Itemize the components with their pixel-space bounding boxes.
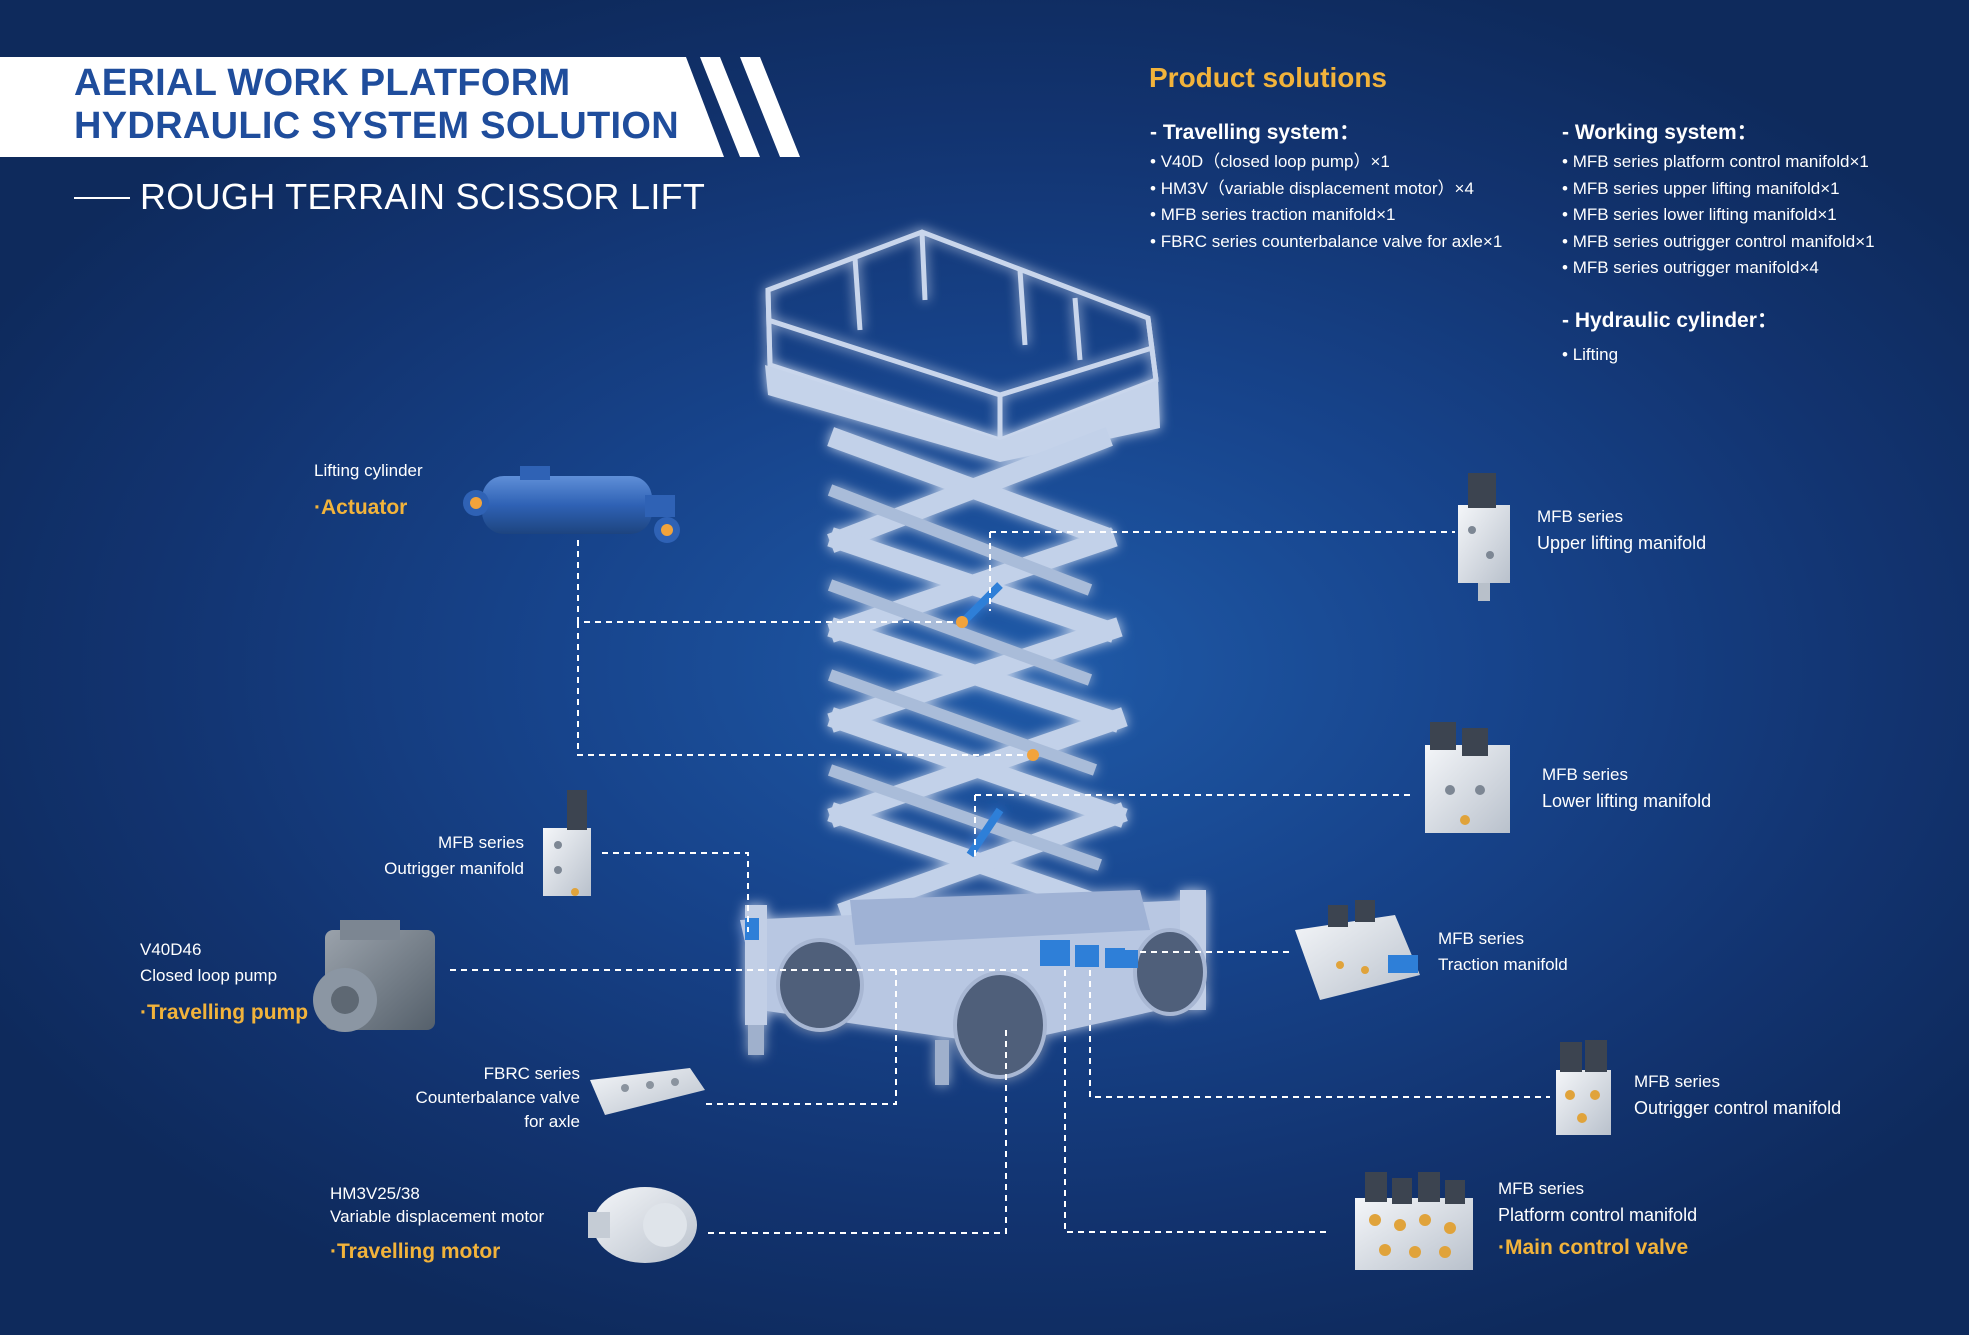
lifting-cylinder-label: Lifting cylinder ·Actuator xyxy=(314,458,423,520)
platform-control-manifold-image xyxy=(1355,1172,1473,1270)
list-item: HM3V（variable displacement motor）×4 xyxy=(1150,176,1502,203)
list-item: MFB series platform control manifold×1 xyxy=(1562,149,1875,176)
working-system-block: - Working system： MFB series platform co… xyxy=(1562,116,1875,282)
travelling-motor-image xyxy=(588,1187,697,1263)
hydraulic-cylinder-list: Lifting xyxy=(1562,342,1778,369)
list-item: MFB series outrigger manifold×4 xyxy=(1562,255,1875,282)
working-system-list: MFB series platform control manifold×1 M… xyxy=(1562,149,1875,282)
component-name: Upper lifting manifold xyxy=(1537,533,1707,553)
component-name: Lifting cylinder xyxy=(314,461,423,480)
list-item: Lifting xyxy=(1562,342,1778,369)
page-title: AERIAL WORK PLATFORM HYDRAULIC SYSTEM SO… xyxy=(74,62,679,148)
title-line-1: AERIAL WORK PLATFORM xyxy=(74,62,571,104)
component-name: Outrigger control manifold xyxy=(1634,1098,1842,1118)
upper-lifting-manifold-image xyxy=(1458,473,1510,601)
outrigger-control-manifold-label: MFB series Outrigger control manifold xyxy=(1634,1069,1841,1121)
list-item: MFB series outrigger control manifold×1 xyxy=(1562,229,1875,256)
component-series: MFB series xyxy=(1498,1179,1584,1198)
outrigger-manifold-image xyxy=(543,790,591,896)
title-banner xyxy=(0,57,800,157)
counterbalance-valve-image xyxy=(590,1068,705,1115)
component-role: ·Actuator xyxy=(314,496,408,519)
subtitle-dash xyxy=(74,197,130,199)
list-item: MFB series traction manifold×1 xyxy=(1150,202,1502,229)
component-role: ·Travelling motor xyxy=(330,1240,501,1263)
counterbalance-valve-label: FBRC series Counterbalance valve for axl… xyxy=(380,1062,580,1134)
component-name: Lower lifting manifold xyxy=(1542,791,1712,811)
component-name: Closed loop pump xyxy=(140,966,278,985)
scissor-lift xyxy=(740,229,1207,1085)
title-line-2: HYDRAULIC SYSTEM SOLUTION xyxy=(74,105,679,147)
list-item: FBRC series counterbalance valve for axl… xyxy=(1150,229,1503,256)
traction-manifold-label: MFB series Traction manifold xyxy=(1438,926,1568,978)
component-name: Platform control manifold xyxy=(1498,1205,1698,1225)
travelling-system-block: - Travelling system： V40D（closed loop pu… xyxy=(1150,116,1502,255)
traction-manifold-image xyxy=(1295,900,1420,1000)
upper-lifting-manifold-label: MFB series Upper lifting manifold xyxy=(1537,504,1706,556)
page-subtitle: ROUGH TERRAIN SCISSOR LIFT xyxy=(140,176,706,217)
component-series: MFB series xyxy=(1537,507,1623,526)
component-role: ·Travelling pump xyxy=(140,1001,309,1024)
scissor-arms xyxy=(827,427,1128,923)
component-name: Counterbalance valve xyxy=(415,1088,580,1107)
working-system-title: - Working system： xyxy=(1562,121,1758,144)
component-model: HM3V25/38 xyxy=(330,1184,420,1203)
component-name-cont: for axle xyxy=(524,1112,580,1131)
component-model: V40D46 xyxy=(140,940,202,959)
platform-railing xyxy=(765,229,1159,443)
platform-deck xyxy=(765,365,1160,462)
product-solutions-heading: Product solutions xyxy=(1149,62,1387,93)
list-item: MFB series upper lifting manifold×1 xyxy=(1562,176,1875,203)
scissor-side-arms xyxy=(827,484,1102,871)
hydraulic-cylinder-title: - Hydraulic cylinder： xyxy=(1562,309,1778,332)
platform-control-manifold-label: MFB series Platform control manifold ·Ma… xyxy=(1498,1176,1697,1260)
lower-lifting-manifold-label: MFB series Lower lifting manifold xyxy=(1542,762,1711,814)
travelling-system-list: V40D（closed loop pump）×1 HM3V（variable d… xyxy=(1150,149,1503,256)
component-series: MFB series xyxy=(438,833,524,852)
component-role: ·Main control valve xyxy=(1498,1236,1689,1259)
component-series: FBRC series xyxy=(483,1064,580,1083)
component-name: Outrigger manifold xyxy=(384,859,524,878)
travelling-pump-image xyxy=(313,920,435,1032)
outrigger-control-manifold-image xyxy=(1556,1040,1611,1135)
list-item: MFB series lower lifting manifold×1 xyxy=(1562,202,1875,229)
travelling-system-title: - Travelling system： xyxy=(1150,121,1361,144)
component-series: MFB series xyxy=(1634,1072,1720,1091)
chassis-valves xyxy=(745,918,1138,968)
component-name: Traction manifold xyxy=(1438,955,1568,974)
component-series: MFB series xyxy=(1542,765,1628,784)
lower-lifting-manifold-image xyxy=(1425,722,1510,833)
hydraulic-cylinder-block: - Hydraulic cylinder： Lifting xyxy=(1562,304,1778,369)
connector-lines xyxy=(450,531,1550,1234)
list-item: V40D（closed loop pump）×1 xyxy=(1150,149,1502,176)
outrigger-manifold-label: MFB series Outrigger manifold xyxy=(330,830,524,882)
travelling-pump-label: V40D46 Closed loop pump ·Travelling pump xyxy=(140,937,308,1025)
lifting-cylinder-image xyxy=(463,466,680,543)
component-name: Variable displacement motor xyxy=(330,1207,545,1226)
component-series: MFB series xyxy=(1438,929,1524,948)
travelling-motor-label: HM3V25/38 Variable displacement motor ·T… xyxy=(330,1182,544,1264)
